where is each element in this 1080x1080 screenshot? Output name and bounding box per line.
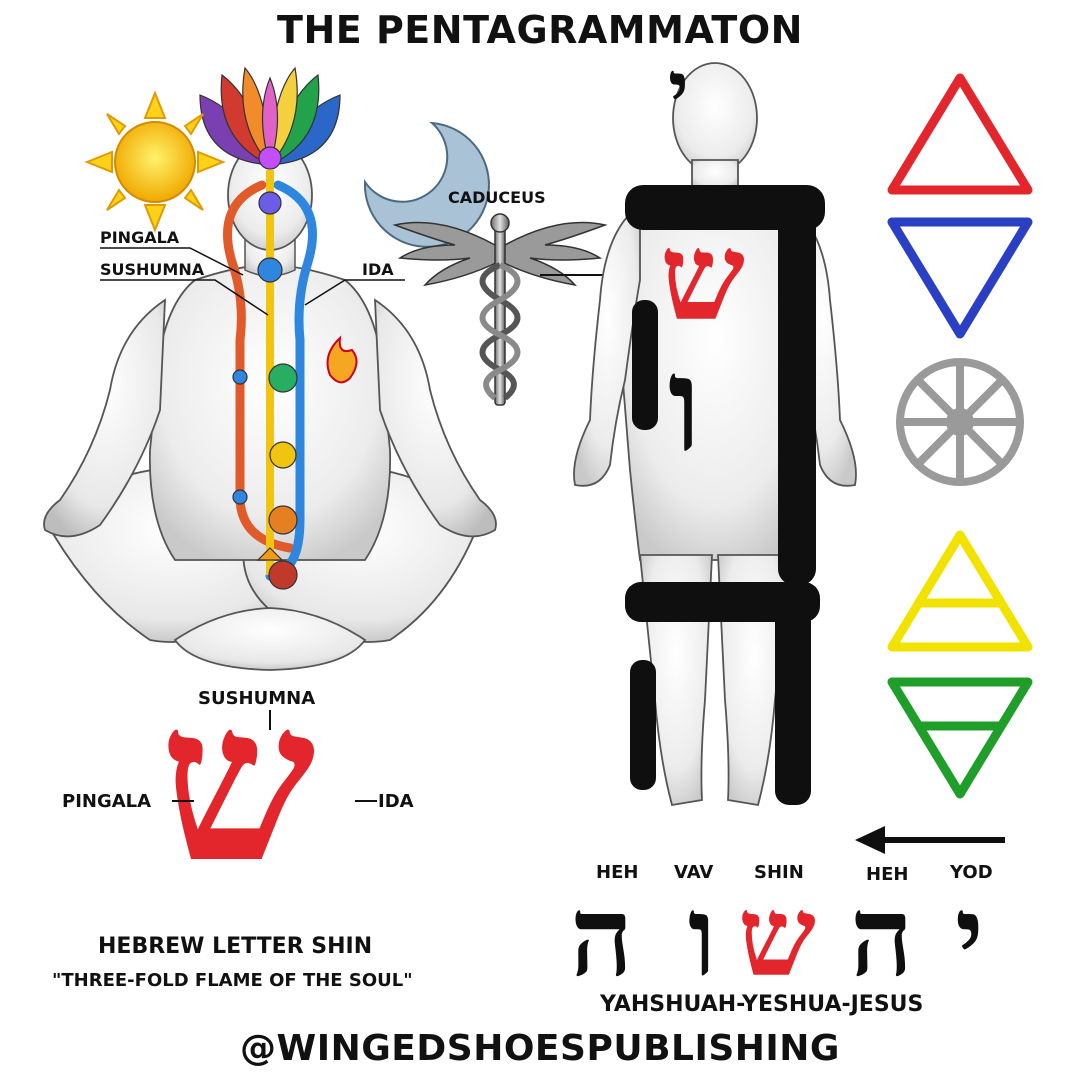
heart-flame-icon [326, 335, 358, 384]
left-arm [43, 298, 166, 538]
body-vav-letter: ו [668, 328, 702, 481]
shin-pingala-label: PINGALA [62, 791, 152, 812]
pingala-node-2 [232, 489, 248, 505]
heart-chakra [268, 363, 298, 393]
shin-caption: HEBREW LETTER SHIN [98, 934, 373, 959]
shin-sushumna-label: SUSHUMNA [198, 688, 316, 709]
footer-handle: @WINGEDSHOESPUBLISHING [240, 1028, 840, 1069]
sun-icon [84, 90, 226, 233]
ida-label: IDA [362, 260, 394, 279]
yod-label: YOD [950, 862, 993, 883]
caduceus-right-wing [501, 221, 608, 287]
heh-left-leg [632, 300, 658, 430]
name-vav-letter: ו [688, 872, 717, 1001]
caduceus-left-wing [392, 221, 499, 287]
name-shin-letter: ש [738, 872, 816, 1001]
earth-triangle-icon [887, 677, 1033, 799]
vav-label: VAV [674, 862, 714, 883]
spirit-wheel-icon [896, 358, 1024, 486]
page-title: THE PENTAGRAMMATON [277, 8, 803, 52]
fire-triangle-icon [887, 73, 1033, 195]
name-caption: YAHSHUAH-YESHUA-JESUS [600, 992, 924, 1017]
shin-letter-large: ש [160, 652, 316, 911]
pingala-channel [222, 180, 295, 553]
moon-icon [363, 121, 490, 248]
name-yod-letter: י [955, 872, 984, 1001]
body-letter-strokes [625, 185, 825, 805]
standing-left-arm [573, 203, 641, 487]
heh-right-stem [778, 200, 816, 585]
name-heh-letter-1: ה [570, 872, 634, 1001]
throat-chakra [257, 257, 283, 283]
lower-heh-top-bar [625, 582, 820, 622]
pingala-label: PINGALA [100, 228, 180, 247]
crown-lotus [199, 66, 341, 170]
heh-label-2: HEH [866, 864, 909, 885]
chakras [232, 191, 298, 590]
air-triangle-icon [887, 530, 1033, 652]
ida-channel [265, 180, 318, 581]
solar-chakra [268, 505, 298, 535]
yod-letter: י [668, 43, 689, 137]
body-shin-letter: ש [660, 207, 745, 348]
heh-label-1: HEH [596, 862, 639, 883]
lower-heh-right-stem [775, 590, 811, 805]
shin-ida-label: IDA [378, 791, 414, 812]
heh-top-bar [625, 185, 825, 230]
pingala-node-1 [232, 369, 248, 385]
water-triangle-icon [887, 217, 1033, 339]
right-arm [374, 298, 497, 538]
root-chakra [268, 560, 298, 590]
third-eye-chakra [258, 191, 282, 215]
heart-lower-chakra [269, 441, 297, 469]
caduceus-label: CADUCEUS [448, 188, 546, 207]
sushumna-label: SUSHUMNA [100, 260, 205, 279]
shin-label: SHIN [754, 862, 804, 883]
label-leaders [100, 247, 405, 316]
sacral-chakra-marker [256, 547, 284, 561]
shin-subcaption: "THREE-FOLD FLAME OF THE SOUL" [52, 970, 413, 991]
lower-heh-left-leg [630, 660, 656, 790]
name-heh-letter-2: ה [850, 872, 914, 1001]
